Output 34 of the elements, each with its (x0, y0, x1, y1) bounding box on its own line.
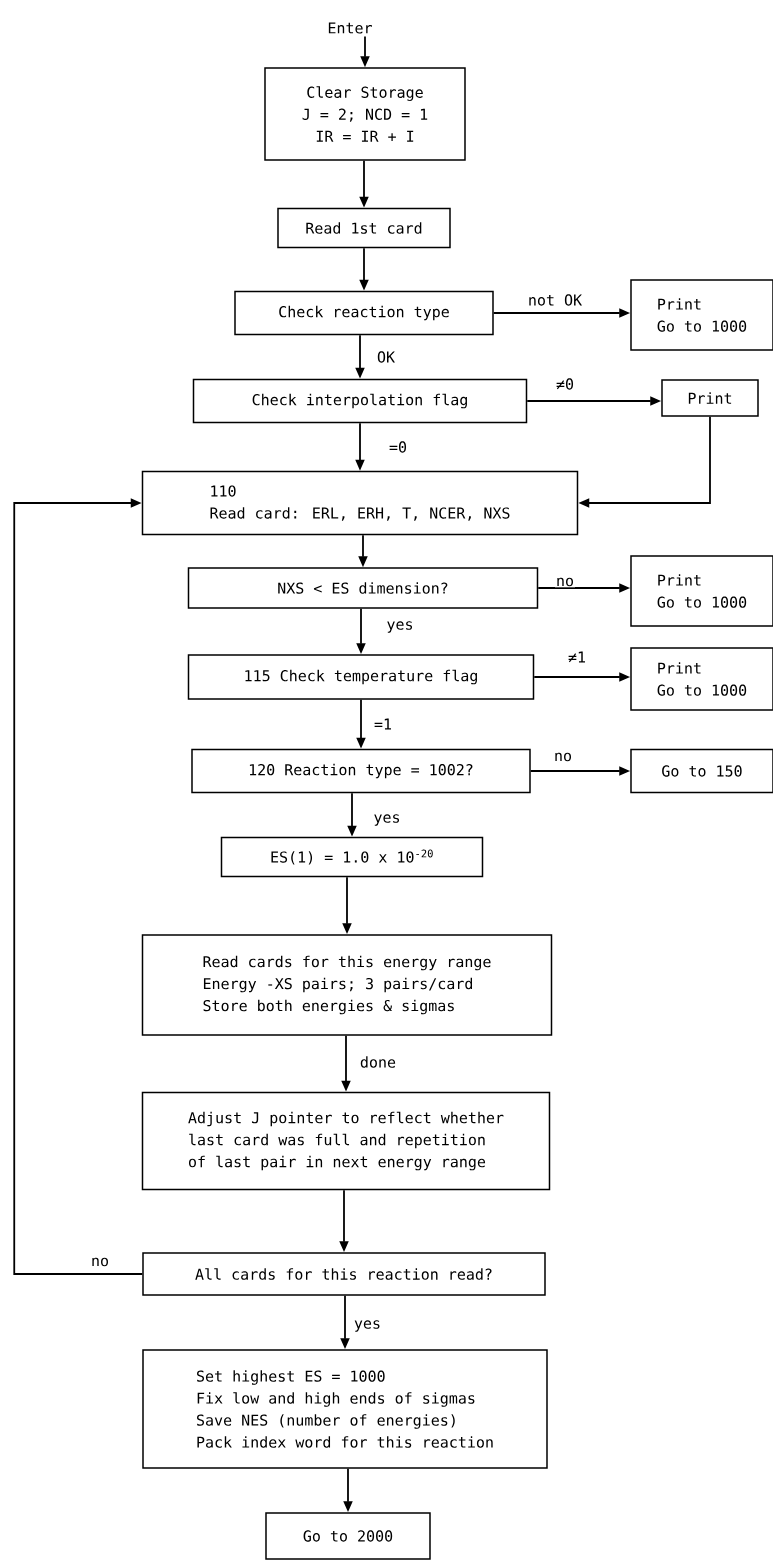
edge-label: not OK (526, 293, 584, 307)
process-box: Print Go to 1000 (630, 647, 773, 711)
arrow (13, 498, 144, 1275)
process-box: Go to 150 (630, 748, 773, 794)
process-box: Read cards for this energy range Energy -XS pairs; 3 pairs/card Store both energies & sigmas (141, 934, 553, 1036)
process-box: 115 Check temperature flag (187, 654, 535, 700)
edge-label: yes (372, 813, 402, 827)
process-box: Print Go to 1000 (630, 555, 773, 627)
process-box: All cards for this reaction read? (142, 1252, 546, 1296)
process-box: Check interpolation flag (192, 378, 528, 424)
process-box: ES(1) = 1.0 x 10$^{-20}$ (220, 836, 484, 878)
edge-label: no (89, 1256, 111, 1268)
edge-label: ≠1 (566, 650, 588, 664)
entry-label: Enter (328, 22, 372, 34)
edge-label: yes (352, 1319, 382, 1333)
process-box: Check reaction type (234, 290, 494, 336)
edge-label: no (552, 751, 574, 763)
process-box: Go to 2000 (265, 1512, 431, 1560)
process-box: Clear Storage J = 2; NCD = 1 IR = IR + I (264, 67, 466, 161)
edge-label: no (554, 576, 576, 588)
edge-label: ≠0 (554, 377, 576, 391)
process-box: Set highest ES = 1000 Fix low and high ends of sigmas Save NES (number of energies) Pack index word for this reaction (142, 1349, 548, 1469)
process-box: 110 Read card: ERL, ERH, T, NCER, NXS (141, 470, 579, 536)
edge-label: yes (385, 620, 415, 634)
process-box: Read 1st card (277, 207, 451, 249)
edge-label: =0 (387, 440, 409, 454)
process-box: Adjust J pointer to reflect whether last card was full and repetition of last pair in next energy range (141, 1091, 551, 1191)
edge-label: done (358, 1055, 397, 1069)
process-box: NXS < ES dimension? (187, 567, 539, 609)
process-box: Print Go to 1000 (630, 279, 773, 351)
process-box: Print (661, 379, 759, 417)
edge-label: =1 (372, 717, 394, 731)
process-box: 120 Reaction type = 1002? (191, 748, 531, 794)
edge-label: OK (375, 350, 397, 364)
